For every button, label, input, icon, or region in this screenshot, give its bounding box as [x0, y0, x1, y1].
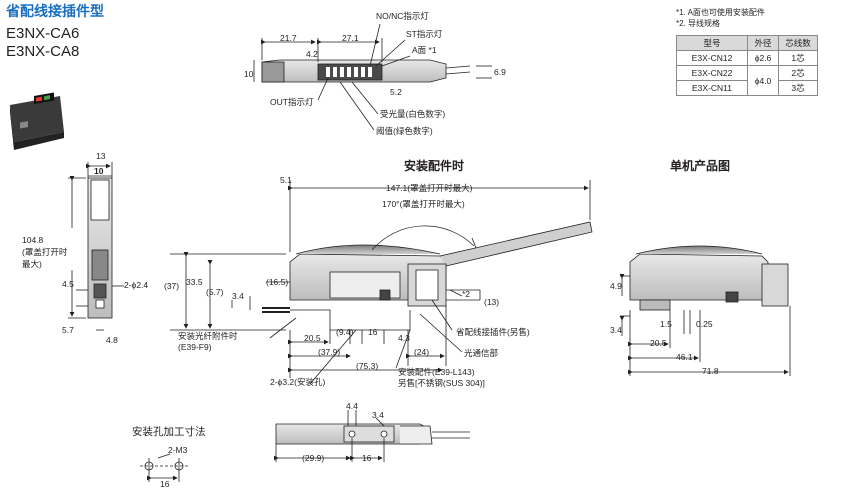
dim-label: 20.5 — [650, 338, 667, 348]
table-cell-model: E3X-CN11 — [676, 80, 748, 96]
dim-label: 4.4 — [346, 401, 358, 411]
callout-label: 省配线接插件(另售) — [456, 327, 530, 337]
table-row: E3X-CN12 ϕ2.6 1芯 — [676, 50, 818, 66]
dim-label: 33.5 — [186, 277, 203, 287]
dim-label: (24) — [414, 347, 430, 357]
dim-label: 16 — [160, 479, 170, 489]
table-cell-model: E3X-CN22 — [676, 65, 748, 81]
dim-label: 3.4 — [610, 325, 622, 335]
dim-label: 16 — [368, 327, 378, 337]
dim-label: (37.9) — [318, 347, 341, 357]
hole-view-drawing — [140, 453, 188, 482]
dim-label: 4.2 — [306, 49, 318, 59]
dim-label: 2-ϕ2.4 — [124, 280, 149, 290]
table-cell-cores: 1芯 — [778, 50, 818, 66]
callout-label: 2-ϕ3.2(安装孔) — [270, 377, 326, 387]
dim-label: 10 — [94, 166, 104, 176]
dim-label: 21.7 — [280, 33, 297, 43]
dim-label: 46.1 — [676, 352, 693, 362]
dim-label: 4.5 — [62, 279, 74, 289]
dim-label: 最大) — [22, 259, 42, 269]
dim-label: 2-M3 — [168, 445, 188, 455]
model-label-1: E3NX-CA6 — [6, 25, 80, 42]
note-2: *2. 导线规格 — [676, 19, 721, 28]
callout-label: 阈值(绿色数字) — [376, 126, 433, 136]
table-row: E3X-CN22 ϕ4.0 2芯 — [676, 65, 818, 96]
dim-label: (13) — [484, 297, 500, 307]
callout-label: 安装光纤附件时 — [178, 331, 238, 341]
dim-label: 5.2 — [390, 87, 402, 97]
dim-label: 3.4 — [232, 291, 244, 301]
mount-view-heading: 安装配件时 — [404, 159, 465, 173]
table-cell-model: E3X-CN12 — [676, 50, 748, 66]
dim-label: (9.4) — [336, 327, 354, 337]
table-header-model: 型号 — [676, 35, 748, 51]
callout-label: OUT指示灯 — [270, 97, 314, 107]
bottom-view-drawing — [274, 410, 470, 462]
callout-label: 安装配件(E39-L143) — [398, 367, 475, 377]
dim-label: 5.1 — [280, 175, 292, 185]
single-view-heading: 单机产品图 — [670, 159, 731, 173]
callout-label: A面 *1 — [412, 45, 437, 55]
dim-label: (29.9) — [302, 453, 325, 463]
table-row: E3X-CN11 3芯 — [676, 80, 818, 96]
callout-label: (E39-F9) — [178, 342, 212, 352]
dim-label: 4.9 — [610, 281, 622, 291]
note-1: *1. A面也可使用安装配件 — [676, 8, 765, 17]
callout-label: 光通信部 — [464, 348, 499, 358]
top-view-drawing — [253, 23, 492, 131]
dim-label: (16.5) — [266, 277, 289, 287]
dim-label: 4.8 — [106, 335, 118, 345]
dim-label: 104.8 — [22, 235, 44, 245]
callout-label: 受光量(白色数字) — [380, 109, 446, 119]
table-cell-diameter: ϕ2.6 — [747, 50, 779, 66]
dim-label: 6.9 — [494, 67, 506, 77]
table-header-row: 型号 外径 芯线数 — [676, 35, 818, 51]
dim-label: 4.3 — [398, 333, 410, 343]
dim-label: 13 — [96, 151, 106, 161]
table-cell-diameter: ϕ4.0 — [747, 65, 779, 96]
dim-label: *2 — [462, 289, 471, 299]
dim-label: 5.7 — [62, 325, 74, 335]
dim-label: 20.5 — [304, 333, 321, 343]
dim-label: 170°(罩盖打开时最大) — [382, 199, 465, 209]
single-view-drawing — [619, 245, 791, 376]
dim-label: (75.3) — [356, 361, 379, 371]
dim-label: 1.5 — [660, 319, 672, 329]
hole-view-heading: 安装孔加工寸法 — [132, 426, 206, 438]
dim-label: 10 — [244, 69, 254, 79]
dim-label: 3.4 — [372, 410, 384, 420]
side-view-drawing — [68, 162, 124, 331]
section-title: 省配线接插件型 — [6, 3, 104, 19]
callout-label: 另售[不锈钢(SUS 304)] — [398, 378, 485, 388]
dim-label: 147.1(罩盖打开时最大) — [386, 183, 473, 193]
table-cell-cores: 2芯 — [778, 65, 818, 81]
mount-view-drawing — [170, 180, 593, 385]
dim-label: 0.25 — [696, 319, 713, 329]
table-header-cores: 芯线数 — [778, 35, 818, 51]
dim-label: (37) — [164, 281, 180, 291]
dim-label: 27.1 — [342, 33, 359, 43]
dim-label: (5.7) — [206, 287, 224, 297]
product-photo — [10, 92, 64, 150]
dim-label: (罩盖打开时 — [22, 247, 68, 257]
dim-label: 16 — [362, 453, 372, 463]
callout-label: NO/NC指示灯 — [376, 11, 429, 21]
cable-spec-table: 型号 外径 芯线数 E3X-CN12 ϕ2.6 1芯 E3X-CN22 ϕ4.0… — [676, 35, 818, 96]
callout-label: ST指示灯 — [406, 29, 443, 39]
model-label-2: E3NX-CA8 — [6, 43, 80, 60]
table-cell-cores: 3芯 — [778, 80, 818, 96]
table-header-diameter: 外径 — [747, 35, 779, 51]
dim-label: 71.8 — [702, 366, 719, 376]
